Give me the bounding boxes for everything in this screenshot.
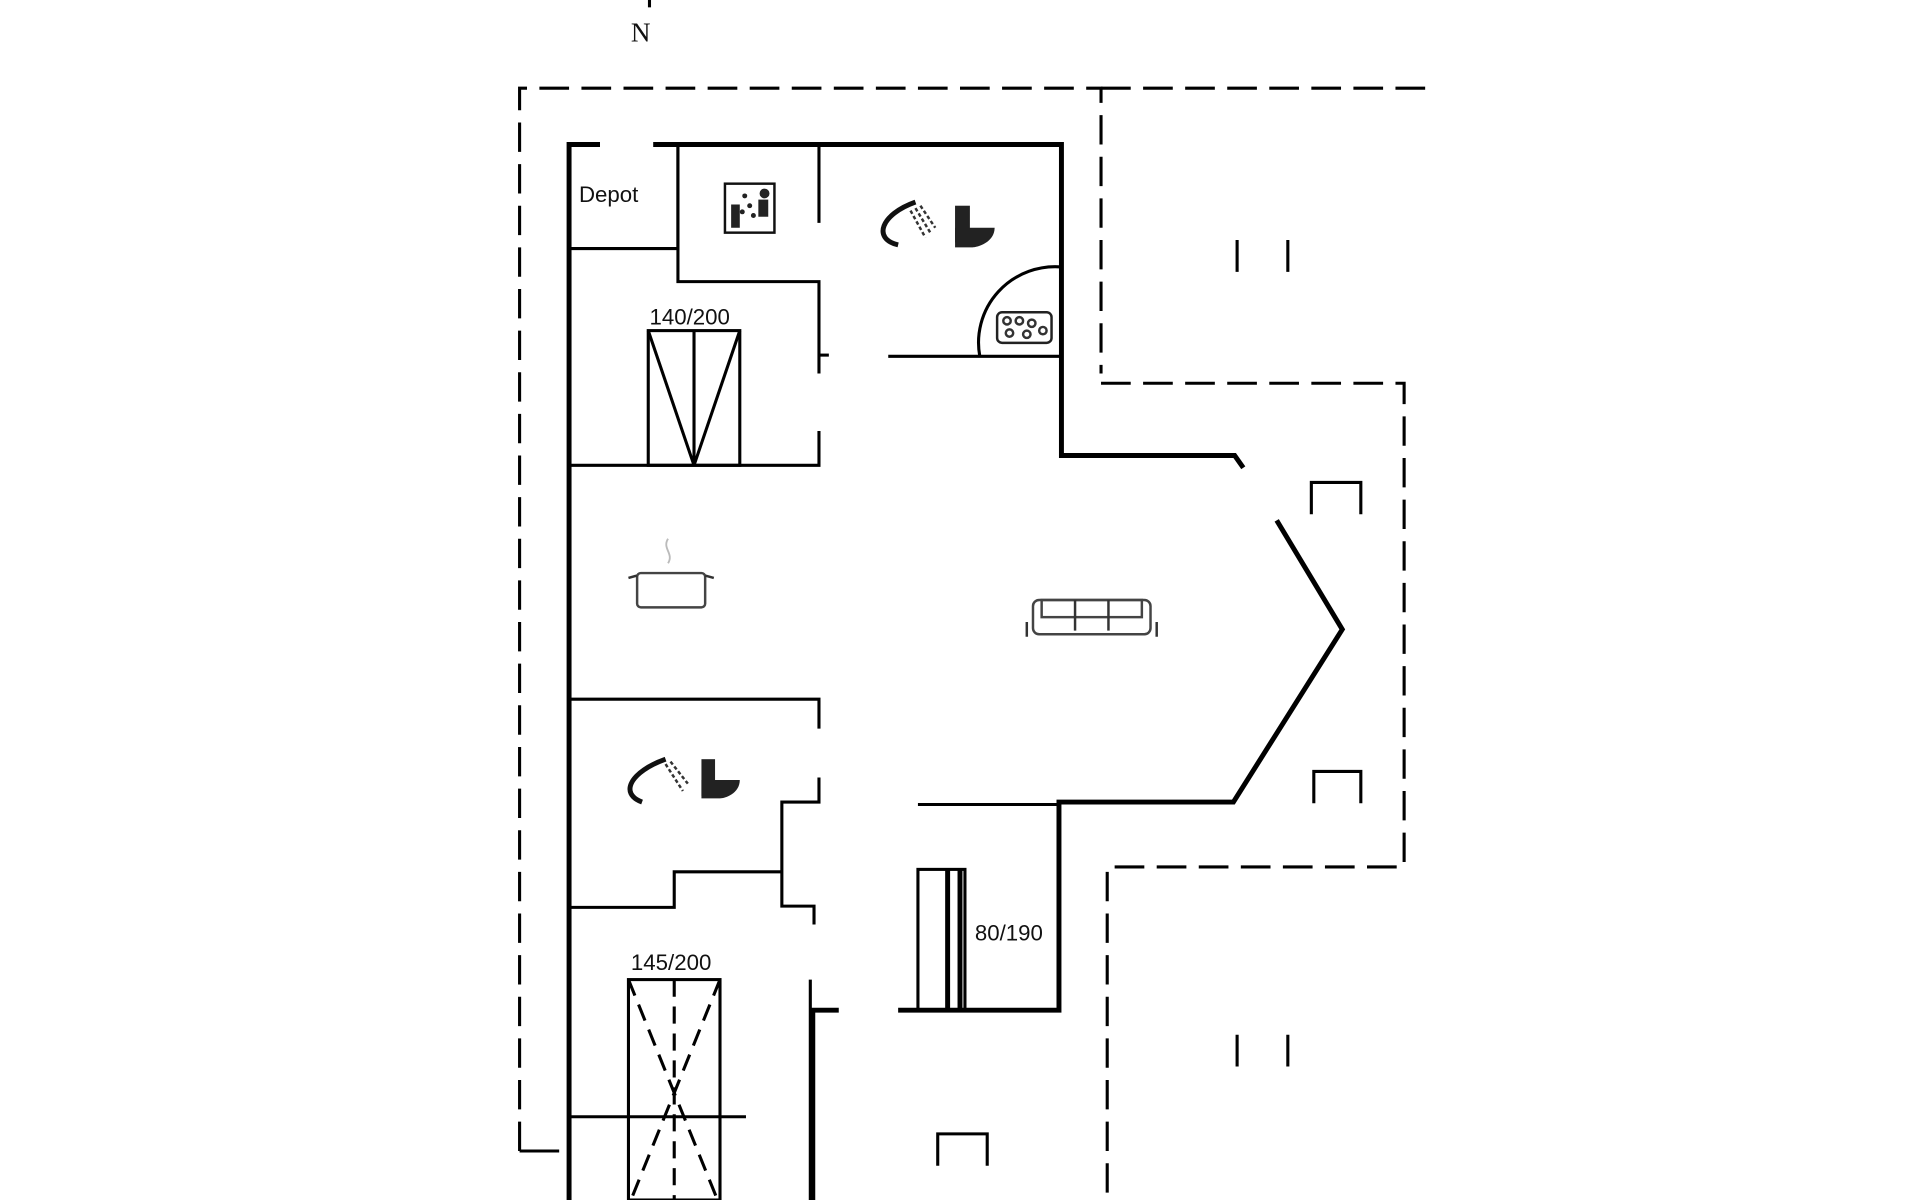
spa-icon <box>995 311 1053 345</box>
bed-size-label: 145/200 <box>631 950 711 975</box>
terrace-chair <box>936 240 1363 1166</box>
terrace-outline <box>518 86 1426 1200</box>
shower-icon <box>880 199 937 248</box>
bed-size-label: 140/200 <box>649 305 729 330</box>
kitchen-pot-icon <box>628 538 715 609</box>
sauna-icon <box>723 182 776 234</box>
shower-icon <box>627 756 689 805</box>
north-label: N <box>631 18 651 48</box>
single-bed <box>916 867 967 1012</box>
bed-size-label: 80/190 <box>975 921 1043 946</box>
exterior-walls <box>566 142 1346 1200</box>
interior-walls <box>569 144 1062 1200</box>
double-bed <box>626 978 722 1200</box>
toilet-icon <box>955 205 995 248</box>
double-bed <box>646 329 742 467</box>
toilet-icon <box>701 759 740 799</box>
sofa-icon <box>1025 598 1158 637</box>
depot-label: Depot <box>579 182 638 207</box>
